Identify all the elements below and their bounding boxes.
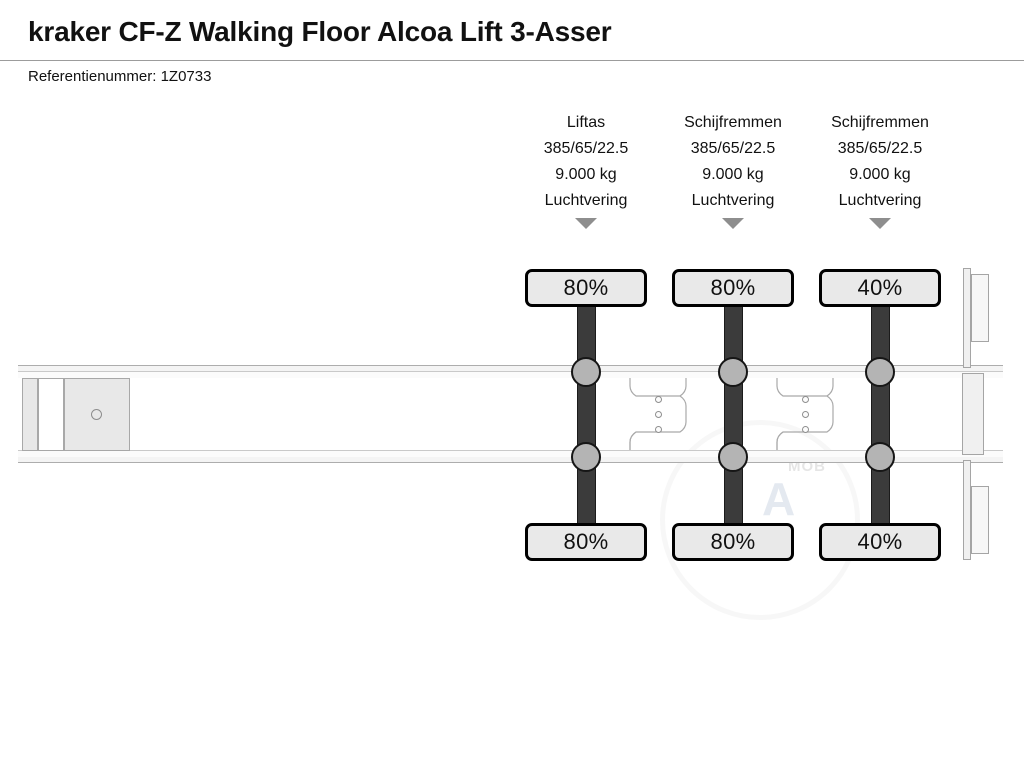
chassis-panel-1-shape — [629, 378, 687, 450]
axle-3-capacity: 9.000 kg — [849, 166, 911, 183]
axle-2-capacity: 9.000 kg — [702, 166, 764, 183]
rear-vertical-post — [962, 373, 984, 455]
chassis-panel-2 — [775, 378, 835, 450]
axle-3-type: Schijfremmen — [831, 114, 929, 131]
front-end-plate — [22, 378, 38, 451]
axle-1-tyre-size: 385/65/22.5 — [543, 140, 629, 157]
panel-dot — [801, 410, 809, 418]
panel-dot — [654, 395, 662, 403]
rear-lower-bumper — [971, 486, 989, 554]
front-gap-bar — [38, 378, 64, 451]
panel-dot — [801, 425, 809, 433]
axle-1-label-block: Liftas 385/65/22.5 9.000 kg Luchtvering — [516, 110, 656, 214]
axle-3-label-block: Schijfremmen 385/65/22.5 9.000 kg Luchtv… — [810, 110, 950, 214]
chassis-panel-1 — [628, 378, 688, 450]
axle-2-hub-top — [718, 357, 748, 387]
chassis-bottom-rail-inner — [18, 450, 1003, 457]
axle-1-tyre-badge-top[interactable]: 80% — [525, 269, 647, 307]
axle-1-hub-bottom — [571, 442, 601, 472]
panel-dot — [801, 395, 809, 403]
chassis-panel-2-shape — [776, 378, 834, 450]
axle-2-hub-bottom — [718, 442, 748, 472]
axle-3-tyre-badge-top[interactable]: 40% — [819, 269, 941, 307]
panel-dot — [654, 410, 662, 418]
header-divider — [0, 60, 1024, 61]
axle-1-capacity: 9.000 kg — [555, 166, 617, 183]
page-header: kraker CF-Z Walking Floor Alcoa Lift 3-A… — [0, 0, 1024, 60]
reference-value: 1Z0733 — [160, 68, 212, 85]
axle-2-shaft — [724, 296, 743, 541]
chassis-panel-1-dots — [628, 378, 688, 450]
chassis-panel-2-dots — [775, 378, 835, 450]
axle-1-type: Liftas — [566, 114, 606, 131]
axle-3-pointer-icon — [869, 218, 891, 229]
chassis-top-rail-inner — [18, 371, 1003, 378]
axle-2-tyre-size: 385/65/22.5 — [690, 140, 776, 157]
axle-1-tyre-badge-bottom[interactable]: 80% — [525, 523, 647, 561]
axle-2-type: Schijfremmen — [684, 114, 782, 131]
rear-upper-column — [963, 268, 971, 368]
reference-label: Referentienummer: — [28, 68, 157, 85]
watermark-main-text: A — [762, 473, 797, 525]
axle-3-hub-bottom — [865, 442, 895, 472]
axle-2-tyre-badge-top[interactable]: 80% — [672, 269, 794, 307]
reference-number: Referentienummer: 1Z0733 — [28, 68, 211, 85]
axle-1-pointer-icon — [575, 218, 597, 229]
axle-3-tyre-badge-bottom[interactable]: 40% — [819, 523, 941, 561]
axle-2-pointer-icon — [722, 218, 744, 229]
axle-1-suspension: Luchtvering — [544, 192, 628, 209]
axle-3-suspension: Luchtvering — [838, 192, 922, 209]
axle-2-suspension: Luchtvering — [691, 192, 775, 209]
panel-dot — [654, 425, 662, 433]
rear-upper-bumper — [971, 274, 989, 342]
rear-lower-column — [963, 460, 971, 560]
axle-3-tyre-size: 385/65/22.5 — [837, 140, 923, 157]
kingpin-icon — [91, 409, 102, 420]
page-title: kraker CF-Z Walking Floor Alcoa Lift 3-A… — [28, 16, 612, 47]
axle-1-shaft — [577, 296, 596, 541]
axle-2-label-block: Schijfremmen 385/65/22.5 9.000 kg Luchtv… — [663, 110, 803, 214]
axle-3-hub-top — [865, 357, 895, 387]
axle-2-tyre-badge-bottom[interactable]: 80% — [672, 523, 794, 561]
axle-1-hub-top — [571, 357, 601, 387]
axle-3-shaft — [871, 296, 890, 541]
